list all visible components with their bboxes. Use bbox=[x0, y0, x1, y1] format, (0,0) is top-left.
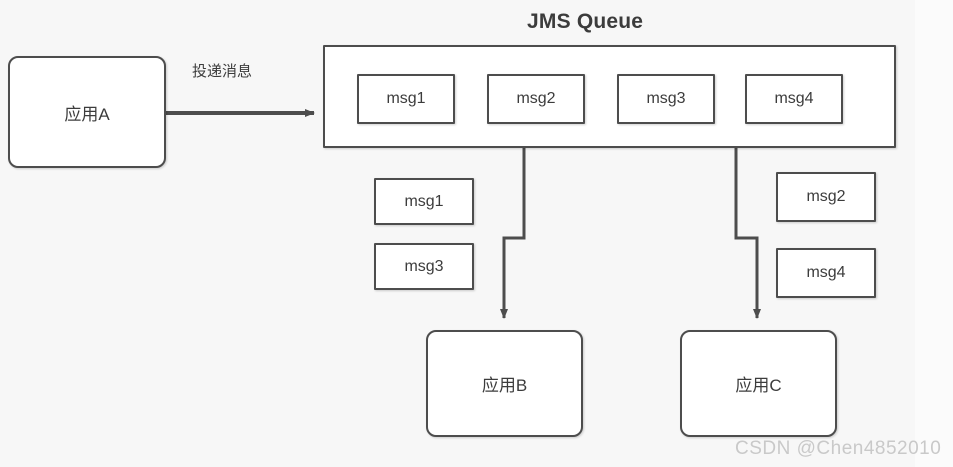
queue-message-2[interactable]: msg2 bbox=[487, 74, 585, 124]
consumer-c-message-2-label: msg4 bbox=[806, 264, 846, 281]
consumer-c-message-1[interactable]: msg2 bbox=[776, 172, 876, 222]
consumer-b-message-2[interactable]: msg3 bbox=[374, 243, 474, 290]
consumer-app-b-label: 应用B bbox=[481, 376, 528, 395]
arrow-queue-to-consumer-b bbox=[500, 148, 526, 319]
right-gutter bbox=[915, 0, 953, 467]
consumer-c-message-1-label: msg2 bbox=[806, 188, 846, 205]
consumer-c-message-2[interactable]: msg4 bbox=[776, 248, 876, 298]
consumer-b-message-1[interactable]: msg1 bbox=[374, 178, 474, 225]
queue-title: JMS Queue bbox=[527, 10, 644, 33]
queue-message-1[interactable]: msg1 bbox=[357, 74, 455, 124]
producer-app-a-label: 应用A bbox=[64, 104, 110, 124]
consumer-b-message-2-label: msg3 bbox=[404, 257, 444, 275]
producer-app-a[interactable]: 应用A bbox=[8, 56, 166, 168]
queue-message-3-label: msg3 bbox=[646, 90, 686, 107]
consumer-app-b[interactable]: 应用B bbox=[426, 330, 583, 437]
queue-message-2-label: msg2 bbox=[516, 90, 556, 107]
queue-message-3[interactable]: msg3 bbox=[617, 74, 715, 124]
watermark: CSDN @Chen4852010 bbox=[735, 438, 942, 459]
consumer-app-c-label: 应用C bbox=[735, 376, 782, 395]
arrow-queue-to-consumer-c bbox=[734, 148, 761, 319]
queue-message-1-label: msg1 bbox=[386, 90, 426, 107]
consumer-b-message-1-label: msg1 bbox=[404, 192, 444, 210]
edge-label-produce: 投递消息 bbox=[192, 63, 253, 80]
queue-message-4-label: msg4 bbox=[774, 90, 814, 107]
consumer-app-c[interactable]: 应用C bbox=[680, 330, 837, 437]
queue-message-4[interactable]: msg4 bbox=[745, 74, 843, 124]
